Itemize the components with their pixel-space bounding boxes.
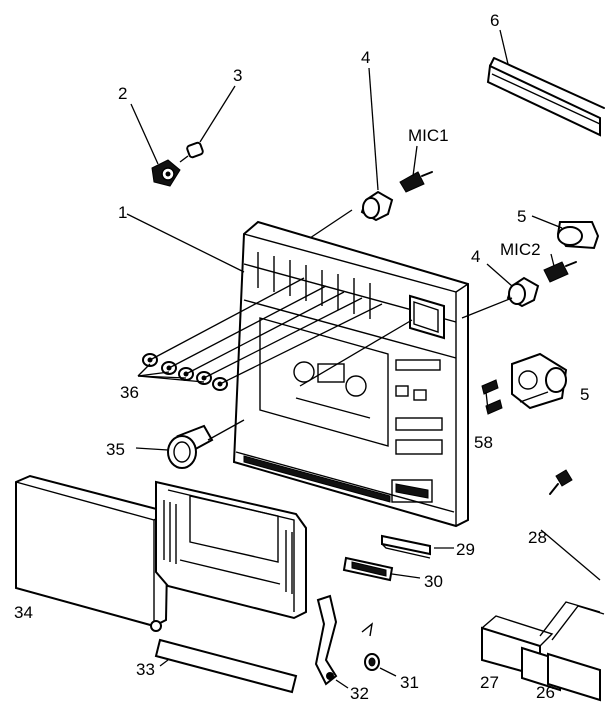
part-5-switch-lower bbox=[511, 352, 568, 410]
part-1-front-cabinet bbox=[232, 220, 469, 528]
label-part-34: 34 bbox=[14, 603, 33, 622]
label-part-58: 58 bbox=[474, 433, 493, 452]
part-30-label-plate bbox=[342, 556, 394, 582]
part-4-bushing-upper bbox=[360, 190, 394, 222]
part-3-screw bbox=[179, 141, 204, 163]
label-part-2: 2 bbox=[118, 84, 127, 103]
label-part-36: 36 bbox=[120, 383, 139, 402]
part-labels: 2 3 4 6 MIC1 1 5 MIC2 4 36 5 58 35 28 29… bbox=[14, 11, 589, 703]
label-part-26: 26 bbox=[536, 683, 555, 702]
part-32-lever bbox=[314, 594, 338, 686]
part-33-strip bbox=[154, 638, 298, 694]
mic1-microphone bbox=[399, 171, 433, 193]
label-part-31: 31 bbox=[400, 673, 419, 692]
part-2-knob bbox=[151, 159, 181, 187]
label-part-5-upper: 5 bbox=[517, 207, 526, 226]
label-part-28: 28 bbox=[528, 528, 547, 547]
label-part-35: 35 bbox=[106, 440, 125, 459]
part-29-button bbox=[381, 534, 431, 559]
part-28-screw bbox=[549, 469, 573, 495]
label-part-5-lower: 5 bbox=[580, 385, 589, 404]
label-part-4-upper: 4 bbox=[361, 48, 370, 67]
leader-lines bbox=[126, 29, 601, 689]
part-34-door bbox=[15, 474, 170, 632]
mic2-microphone bbox=[543, 261, 577, 283]
label-part-3: 3 bbox=[233, 66, 242, 85]
part-31-spring bbox=[361, 622, 380, 671]
label-part-6: 6 bbox=[490, 11, 499, 30]
label-part-1: 1 bbox=[118, 203, 127, 222]
label-part-29: 29 bbox=[456, 540, 475, 559]
label-part-27: 27 bbox=[480, 673, 499, 692]
label-part-33: 33 bbox=[136, 660, 155, 679]
part-6-rod bbox=[486, 57, 605, 137]
part-4-bushing-lower bbox=[506, 276, 540, 308]
part-26-keys bbox=[521, 601, 605, 702]
label-part-30: 30 bbox=[424, 572, 443, 591]
label-part-4-lower: 4 bbox=[471, 247, 480, 266]
label-mic1: MIC1 bbox=[408, 126, 449, 145]
part-5-cap-upper bbox=[556, 221, 600, 250]
part-35-knob bbox=[167, 424, 214, 469]
cassette-frame bbox=[155, 480, 307, 620]
label-mic2: MIC2 bbox=[500, 240, 541, 259]
label-part-32: 32 bbox=[350, 684, 369, 703]
part-58-screws bbox=[481, 379, 503, 415]
